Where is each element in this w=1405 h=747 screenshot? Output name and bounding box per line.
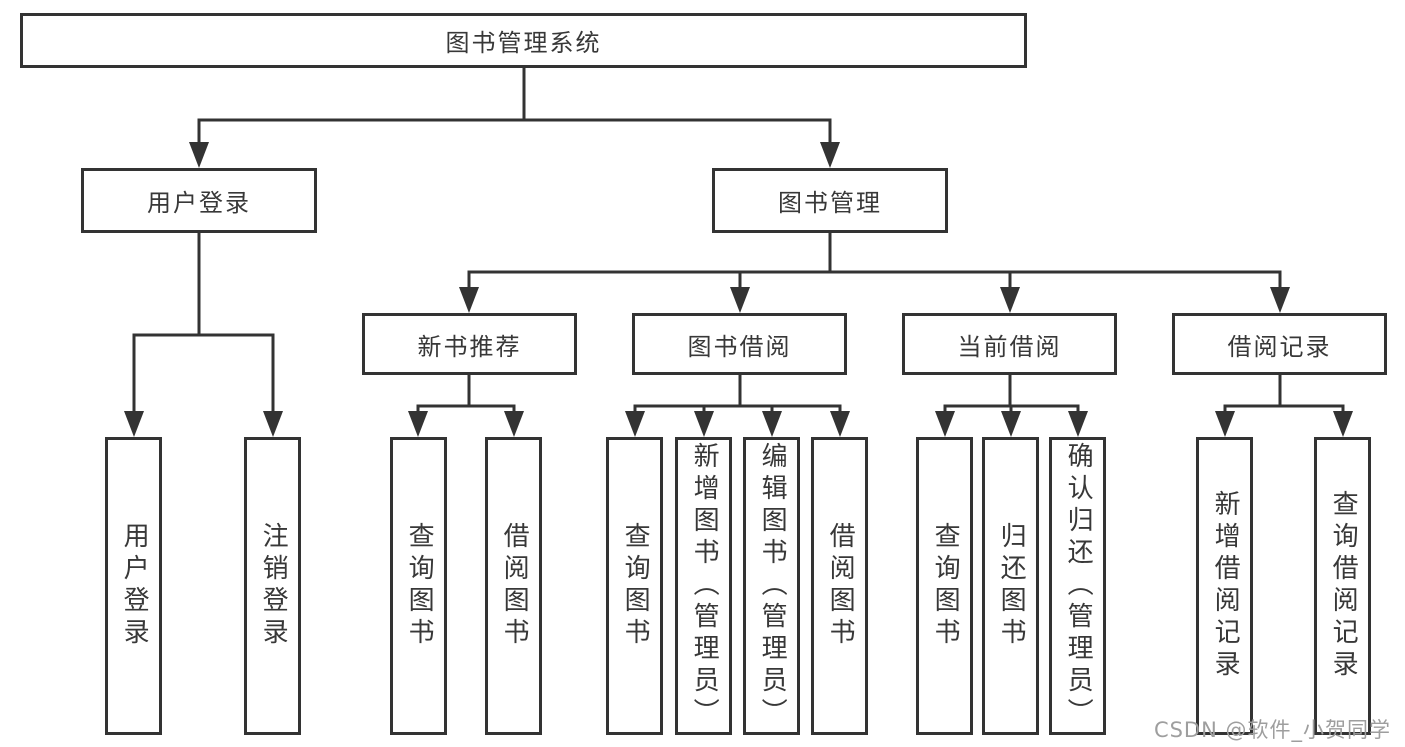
leaf-edit-books-admin: 编辑图书（管理员） xyxy=(743,437,800,735)
node-borrow-record: 借阅记录 xyxy=(1172,313,1387,375)
leaf-confirm-return-admin-label: 确认归还（管理员） xyxy=(1063,442,1094,730)
leaf-return-books: 归还图书 xyxy=(982,437,1039,735)
leaf-borrow-books: 借阅图书 xyxy=(811,437,868,735)
leaf-newbook-query-books: 查询图书 xyxy=(390,437,447,735)
node-root: 图书管理系统 xyxy=(20,13,1027,68)
leaf-newbook-borrow-books-label: 借阅图书 xyxy=(499,522,530,650)
leaf-add-books-admin-label: 新增图书（管理员） xyxy=(689,442,720,730)
leaf-user-login-label: 用户登录 xyxy=(119,522,150,650)
leaf-query-borrow-record-label: 查询借阅记录 xyxy=(1328,490,1359,682)
watermark: CSDN @软件_小贺同学 xyxy=(1153,718,1391,742)
leaf-edit-books-admin-label: 编辑图书（管理员） xyxy=(757,442,788,730)
leaf-return-books-label: 归还图书 xyxy=(996,522,1027,650)
node-book-borrow: 图书借阅 xyxy=(632,313,847,375)
leaf-borrow-books-label: 借阅图书 xyxy=(825,522,856,650)
leaf-borrow-query-books: 查询图书 xyxy=(606,437,663,735)
leaf-add-borrow-record-label: 新增借阅记录 xyxy=(1210,490,1241,682)
leaf-add-books-admin: 新增图书（管理员） xyxy=(675,437,732,735)
leaf-confirm-return-admin: 确认归还（管理员） xyxy=(1049,437,1106,735)
leaf-user-login: 用户登录 xyxy=(105,437,162,735)
leaf-borrow-query-books-label: 查询图书 xyxy=(620,522,651,650)
node-current-borrow: 当前借阅 xyxy=(902,313,1117,375)
leaf-newbook-query-books-label: 查询图书 xyxy=(404,522,435,650)
leaf-add-borrow-record: 新增借阅记录 xyxy=(1196,437,1253,735)
arrowheads xyxy=(124,142,1353,437)
leaf-current-query-books: 查询图书 xyxy=(916,437,973,735)
leaf-current-query-books-label: 查询图书 xyxy=(930,522,961,650)
leaf-logout-login-label: 注销登录 xyxy=(258,522,289,650)
node-user-login: 用户登录 xyxy=(81,168,317,233)
leaf-logout-login: 注销登录 xyxy=(244,437,301,735)
node-new-book-recommend: 新书推荐 xyxy=(362,313,577,375)
leaf-query-borrow-record: 查询借阅记录 xyxy=(1314,437,1371,735)
node-book-management: 图书管理 xyxy=(712,168,948,233)
leaf-newbook-borrow-books: 借阅图书 xyxy=(485,437,542,735)
